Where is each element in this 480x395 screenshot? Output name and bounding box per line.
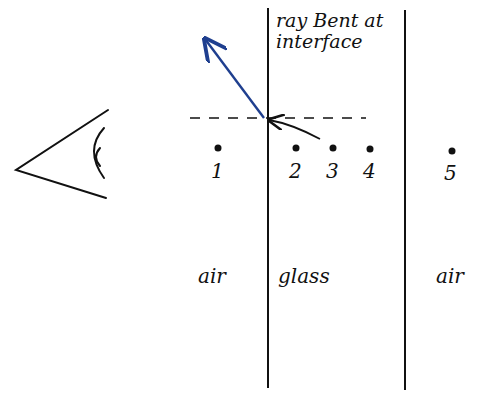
refracted-ray [205, 39, 264, 118]
region-label: air [198, 265, 226, 287]
glass-boundary [267, 8, 269, 388]
callout-number: 2 [289, 160, 302, 182]
region-label: glass [278, 265, 330, 287]
glass-boundary [404, 10, 406, 390]
eye-symbol [16, 110, 108, 198]
callout-number: 5 [444, 162, 457, 184]
pointer-arrow [269, 120, 320, 139]
annotation-note: ray Bent at interface [276, 10, 396, 52]
callout-number: 3 [326, 160, 339, 182]
object-dots [215, 145, 456, 155]
callout-number: 4 [363, 160, 376, 182]
normal-line [190, 117, 366, 119]
region-label: air [436, 265, 464, 287]
callout-number: 1 [211, 160, 224, 182]
